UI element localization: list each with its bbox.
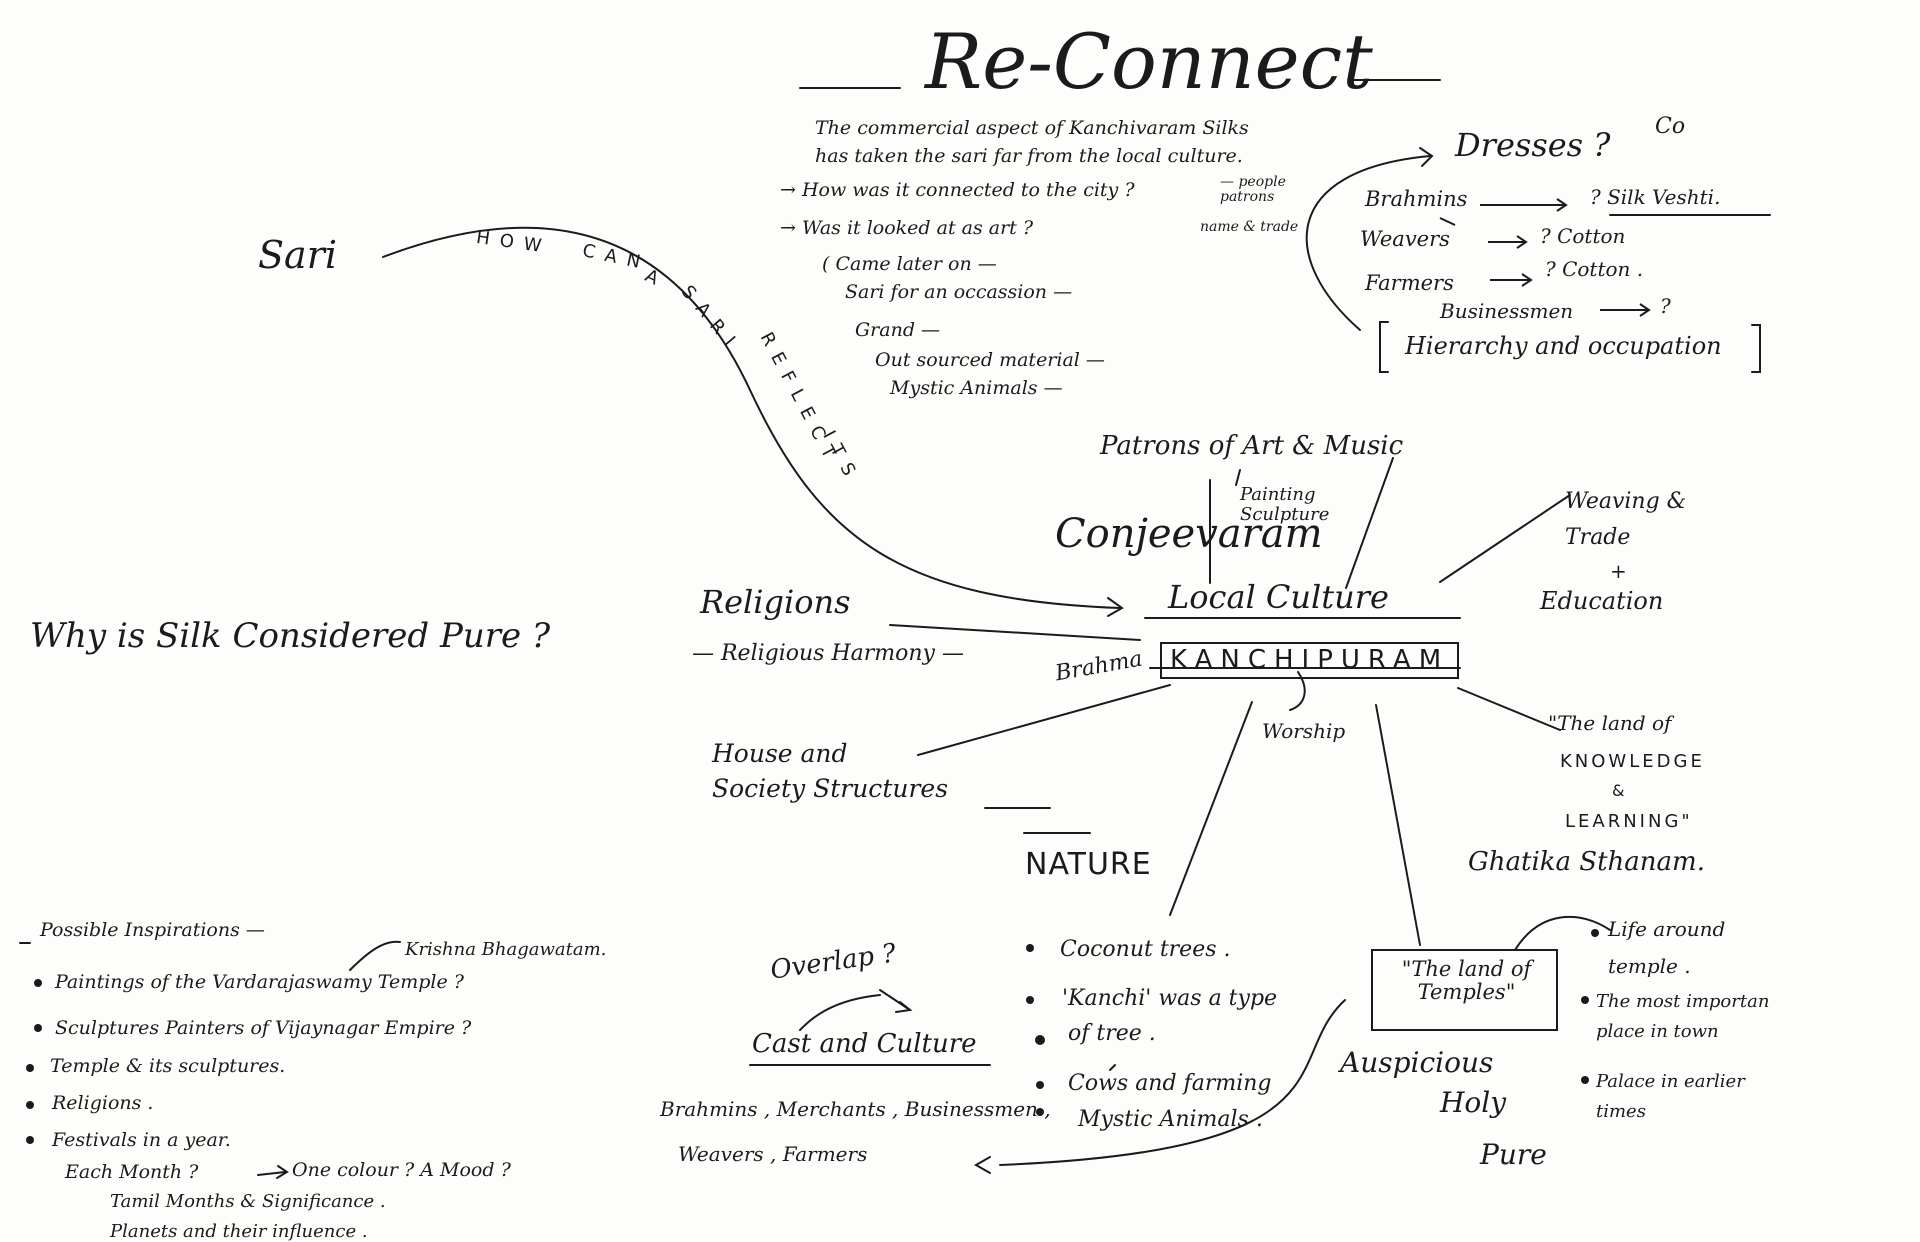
temples-quality-holy: Holy	[1440, 1086, 1507, 1119]
temple-note-2: temple .	[1608, 954, 1691, 978]
dresses-heading: Dresses ?	[1455, 126, 1611, 164]
kanchipuram-label: KANCHIPURAM	[1160, 642, 1460, 679]
patrons-label: Patrons of Art & Music	[1100, 431, 1404, 461]
cast-culture-label: Cast and Culture	[752, 1029, 977, 1059]
inspiration-item-1: Paintings of the Vardarajaswamy Temple ?	[55, 971, 464, 993]
inspiration-item-3: Temple & its sculptures.	[50, 1055, 286, 1077]
weaving-line-2: Trade	[1565, 525, 1631, 550]
weaving-line-4: Education	[1540, 587, 1664, 615]
why-silk-question: Why is Silk Considered Pure ?	[30, 616, 551, 656]
dresses-what-brahmins: ? Silk Veshti.	[1590, 185, 1721, 209]
hierarchy-label: Hierarchy and occupation	[1405, 332, 1722, 360]
temples-label: "The land of Temples"	[1401, 957, 1532, 1005]
nature-heading: NATURE	[1025, 847, 1152, 882]
inspiration-sub-1: Each Month ?	[65, 1161, 199, 1183]
house-line-2: Society Structures	[712, 774, 949, 803]
temple-note-3: The most importan	[1596, 991, 1770, 1012]
dresses-who-businessmen: Businessmen	[1440, 299, 1574, 323]
knowledge-line-4: LEARNING"	[1565, 811, 1693, 832]
dresses-who-farmers: Farmers	[1365, 271, 1454, 295]
temples-quality-auspicious: Auspicious	[1340, 1046, 1494, 1079]
note-line-8: Out sourced material —	[875, 349, 1105, 371]
religious-harmony-label: — Religious Harmony —	[692, 641, 964, 666]
house-line-1: House and	[712, 739, 848, 768]
people-note: — people patrons	[1220, 174, 1286, 206]
page-title: Re-Connect	[925, 17, 1373, 106]
worship-label: Worship	[1262, 719, 1346, 743]
inspiration-item-4: Religions .	[52, 1092, 154, 1114]
note-line-5: ( Came later on —	[822, 253, 997, 275]
note-line-3: → How was it connected to the city ?	[780, 179, 1135, 201]
temple-note-4: place in town	[1596, 1021, 1719, 1042]
note-line-7: Grand —	[855, 319, 941, 341]
painting-label: Painting Sculpture	[1240, 484, 1330, 525]
inspirations-heading: Possible Inspirations —	[40, 919, 265, 941]
nature-item-4: Cows and farming	[1068, 1071, 1272, 1096]
note-line-6: Sari for an occassion —	[845, 281, 1073, 303]
knowledge-line-1: "The land of	[1548, 711, 1672, 735]
groups-line-2: Weavers , Farmers	[678, 1142, 868, 1166]
inspiration-sub-2: One colour ? A Mood ?	[292, 1159, 511, 1181]
nature-item-2: 'Kanchi' was a type	[1062, 986, 1278, 1011]
nature-item-3: of tree .	[1068, 1021, 1156, 1046]
inspiration-item-5: Festivals in a year.	[52, 1129, 231, 1151]
knowledge-line-2: KNOWLEDGE	[1560, 751, 1705, 772]
name-trade-note: name & trade	[1200, 219, 1299, 235]
religions-label: Religions	[700, 583, 851, 621]
knowledge-line-3: &	[1612, 781, 1627, 800]
local-culture-label: Local Culture	[1168, 578, 1389, 616]
dresses-what-farmers: ? Cotton .	[1545, 257, 1644, 281]
weaving-line-3: +	[1610, 559, 1627, 583]
inspiration-item-2: Sculptures Painters of Vijaynagar Empire…	[55, 1017, 472, 1039]
dresses-what-businessmen: ?	[1660, 294, 1671, 318]
note-line-2: has taken the sari far from the local cu…	[815, 145, 1243, 167]
temple-note-5: Palace in earlier	[1596, 1071, 1745, 1092]
groups-line-1: Brahmins , Merchants , Businessmen ,	[660, 1097, 1051, 1121]
temple-note-6: times	[1596, 1101, 1646, 1122]
inspiration-sub-3: Tamil Months & Significance .	[110, 1191, 386, 1212]
sari-label: Sari	[258, 233, 338, 277]
inspiration-sub-4: Planets and their influence .	[110, 1221, 368, 1242]
weaving-line-1: Weaving &	[1565, 489, 1687, 514]
dresses-who-weavers: Weavers	[1360, 227, 1450, 251]
temple-note-1: Life around	[1608, 917, 1726, 941]
co-label: Co	[1655, 114, 1686, 139]
dresses-who-brahmins: Brahmins	[1365, 187, 1468, 211]
ghatika-label: Ghatika Sthanam.	[1468, 847, 1705, 877]
note-line-1: The commercial aspect of Kanchivaram Sil…	[815, 117, 1249, 139]
nature-item-1: Coconut trees .	[1060, 937, 1231, 962]
note-line-4: → Was it looked at as art ?	[780, 217, 1034, 239]
temples-quality-pure: Pure	[1480, 1138, 1547, 1171]
nature-item-5: Mystic Animals .	[1078, 1107, 1263, 1132]
conjeevaram-label: Conjeevaram	[1055, 511, 1323, 557]
krishna-label: Krishna Bhagawatam.	[405, 939, 607, 960]
dresses-what-weavers: ? Cotton	[1540, 224, 1626, 248]
note-line-9: Mystic Animals —	[890, 377, 1063, 399]
